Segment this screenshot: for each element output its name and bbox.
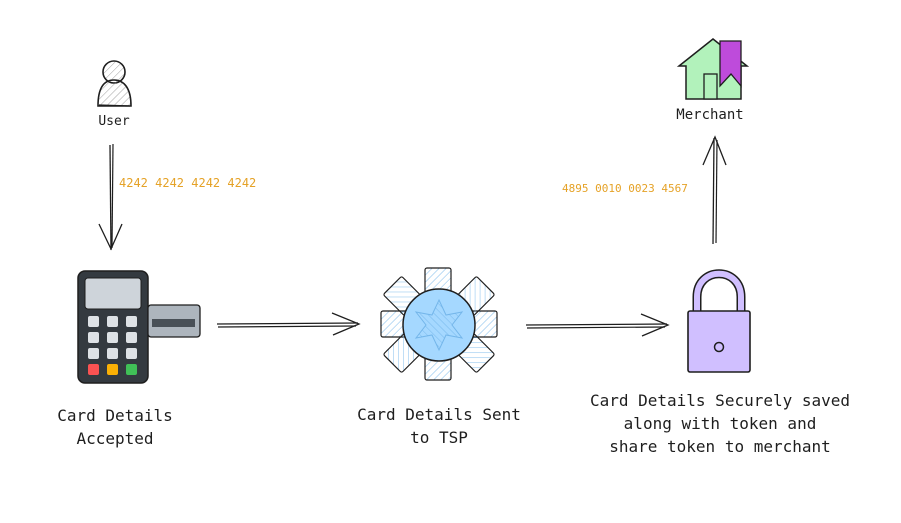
lock-icon: [687, 269, 751, 373]
edge-label-card-number: 4242 4242 4242 4242: [119, 176, 257, 190]
gear-icon: [380, 267, 498, 381]
user-label: User: [98, 114, 130, 129]
merchant-label: Merchant: [676, 107, 744, 123]
vault-label: Card Details Securely saved along with t…: [589, 391, 851, 456]
edge-label-token-number: 4895 0010 0023 4567: [562, 182, 688, 195]
card-terminal-icon: [77, 270, 201, 384]
store-icon: [676, 38, 750, 100]
arrow-pos-to-tsp: [216, 312, 361, 336]
tsp-label: Card Details Sent to TSP: [357, 405, 521, 447]
user-icon: [97, 60, 132, 107]
arrow-vault-to-merchant: [702, 135, 727, 245]
pos-label: Card Details Accepted: [57, 406, 173, 448]
arrow-tsp-to-vault: [525, 313, 670, 337]
arrow-user-to-pos: [98, 143, 123, 251]
